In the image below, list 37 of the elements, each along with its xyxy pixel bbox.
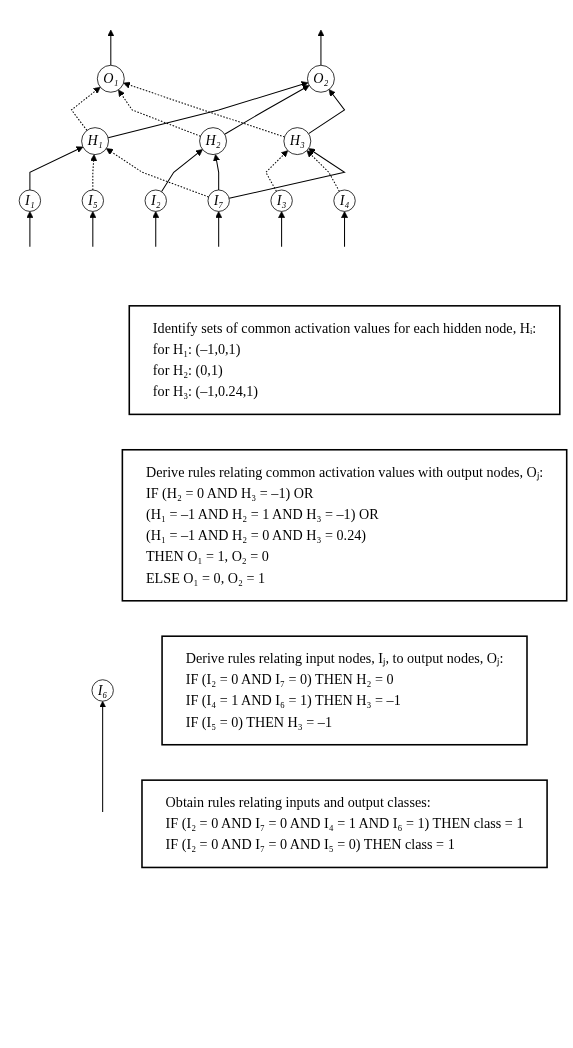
arrow [152,211,160,248]
node-circle: I₅ [81,189,104,212]
arrow [90,154,98,191]
node-box: Derive rules relating input nodes, Iⱼ, to output nodes, Oⱼ: IF (I₂ = 0 AND I₇ = 0) THEN H₂ = 0 IF (I₄ = 1 AND I₆ = 1) THEN H₃ = –1 IF (I₅ = 0) THEN H₃ = –1 [161,635,528,746]
arrow [26,211,34,248]
arrow [265,150,289,192]
node-circle: O₁ [96,64,125,93]
arrow [215,211,223,248]
arrow [341,211,348,248]
node-circle: I₁ [18,189,41,212]
node-circle: I₄ [333,189,356,212]
arrow [89,211,97,248]
node-circle: I₃ [270,189,293,212]
node-circle: H₃ [283,127,312,155]
arrow [224,85,310,135]
node-circle: O₂ [307,64,335,93]
node-box: Derive rules relating common activation values with output nodes, Oⱼ: IF (H₂ = 0 AND H₃ = –1) OR (H₁ = –1 AND H₂ = 1 AND H₃ = –1) OR (H₁ = –1 AND H₂ = 0 AND H₃ = 0.24) THEN O₁ = 1, O₂ = 0 ELSE O₁ = 0, O₂ = 1 [121,449,568,602]
node-circle: H₂ [199,127,227,155]
arrow [278,211,286,248]
node-box: Identify sets of common activation values for each hidden node, Hᵢ: for H₁: (–1,0,1) for H₂: (0,1) for H₃: (–1,0.24,1) [128,305,561,416]
node-circle: I₇ [207,189,230,212]
node-circle: I₆ [91,679,114,702]
arrow [228,148,346,199]
arrow [118,89,201,137]
arrow [308,89,346,135]
arrow [213,154,220,191]
arrow [160,149,203,193]
arrow [107,81,309,139]
node-box: Obtain rules relating inputs and output classes: IF (I₂ = 0 AND I₇ = 0 AND I₄ = 1 AND I₆ = 1) THEN class = 1 IF (I₂ = 0 AND I₇ = 0 AND I₅ = 0) THEN class = 1 [141,779,548,869]
node-circle: I₂ [144,189,167,212]
arrow [107,29,115,66]
node-circle: H₁ [81,127,109,155]
arrow [99,700,107,813]
arrow [29,146,84,191]
arrow [306,150,340,192]
arrow [70,86,101,131]
arrow [317,29,325,66]
